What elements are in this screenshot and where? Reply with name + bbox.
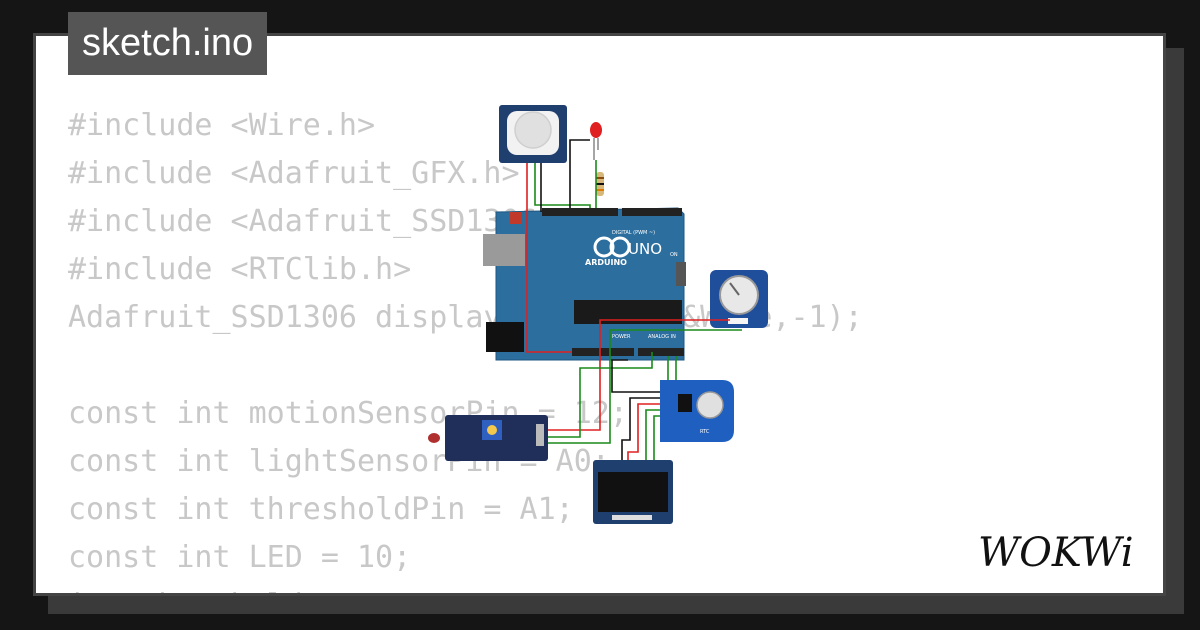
code-line: #include <RTClib.h> <box>68 252 412 287</box>
arduino-uno-board[interactable]: UNO ARDUINO DIGITAL (PWM ~) ANALOG IN PO… <box>483 207 686 361</box>
light-sensor-module[interactable] <box>428 415 548 461</box>
oled-display[interactable] <box>593 460 673 524</box>
wokwi-logo-text: WOKWi <box>978 530 1134 576</box>
wokwi-logo: WOKWi <box>978 530 1134 576</box>
code-line: #include <Wire.h> <box>68 108 376 143</box>
potentiometer[interactable] <box>710 270 768 328</box>
power-header <box>572 348 634 356</box>
code-line: const int LED = 10; <box>68 540 412 575</box>
coin-battery-icon <box>696 391 724 419</box>
usb-port <box>483 234 525 266</box>
code-line: const int thresholdPin = A1; <box>68 492 574 527</box>
board-model: UNO <box>628 240 662 258</box>
photoresistor-icon <box>428 433 440 443</box>
icsp-header <box>676 262 686 286</box>
analog-label: ANALOG IN <box>648 334 676 340</box>
digital-header-left <box>542 208 618 216</box>
arduino-infinity-icon <box>593 236 615 258</box>
reset-button <box>509 212 521 224</box>
file-tab[interactable]: sketch.ino <box>68 12 268 75</box>
code-line: #include <Adafruit_GFX.h> <box>68 156 520 191</box>
resistor[interactable] <box>596 172 604 196</box>
rtc-module[interactable]: RTC <box>660 380 734 442</box>
pir-dome-icon <box>514 111 552 149</box>
pir-motion-sensor[interactable] <box>499 105 567 163</box>
arduino-infinity-icon <box>609 236 631 258</box>
code-line: int threshold; <box>68 582 863 593</box>
power-label: POWER <box>612 334 631 340</box>
rtc-chip <box>678 394 692 412</box>
on-label: ON <box>670 252 678 258</box>
power-jack <box>486 322 524 352</box>
digital-label: DIGITAL (PWM ~) <box>612 230 655 236</box>
rtc-label: RTC <box>700 429 710 435</box>
digital-header-right <box>622 208 682 216</box>
board-brand: ARDUINO <box>585 258 627 267</box>
wiring <box>526 139 742 460</box>
red-led[interactable] <box>590 122 602 160</box>
analog-header <box>638 348 684 356</box>
